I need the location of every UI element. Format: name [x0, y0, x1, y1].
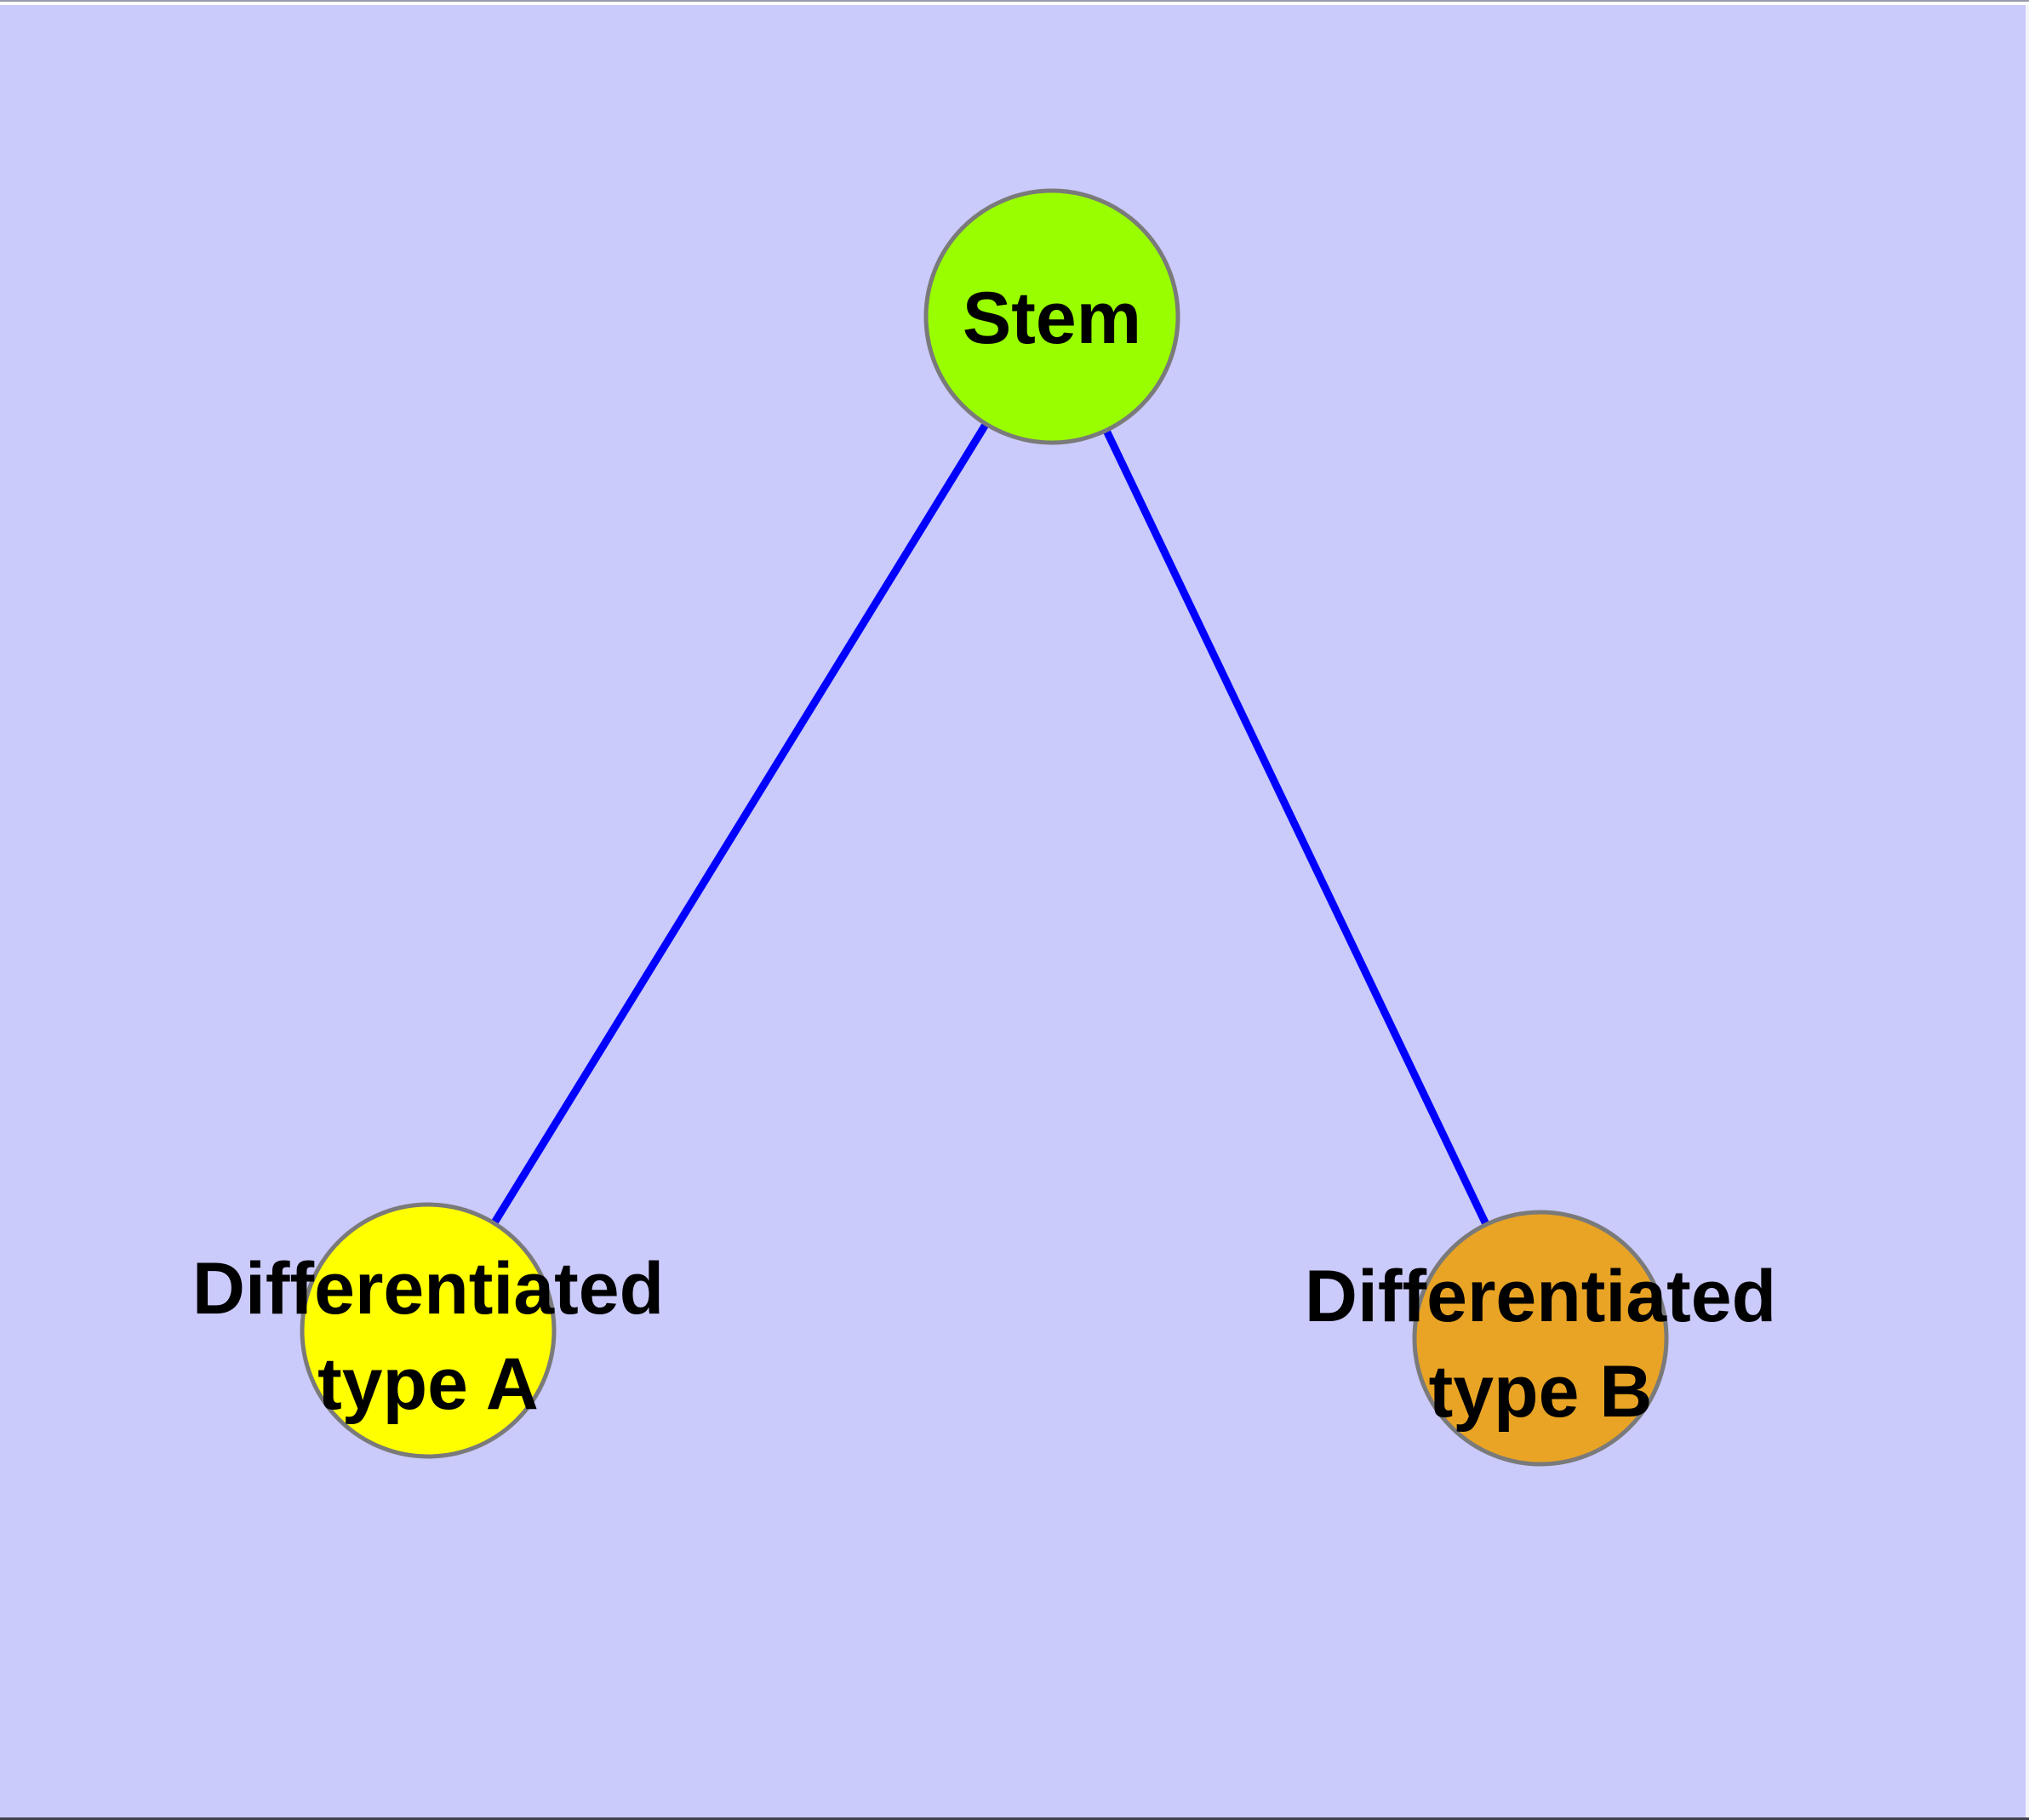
- edge-stem-type-b: [1048, 315, 1545, 1340]
- node-type-a-label-line-1: Differentiated: [192, 1248, 664, 1330]
- edge-stem-type-a: [425, 314, 1055, 1333]
- node-stem-label-line-1: Stem: [963, 278, 1141, 359]
- node-type-b-label-line-1: Differentiated: [1305, 1256, 1776, 1337]
- node-type-b-label-line-2: type B: [1429, 1351, 1653, 1433]
- node-type-a-circle: [300, 1202, 557, 1459]
- node-type-b-circle: [1412, 1210, 1669, 1467]
- node-type-b-label: Differentiated type B: [1305, 1256, 1776, 1433]
- node-type-a-label: Differentiated type A: [192, 1248, 664, 1425]
- window-edge-right-strip: [2026, 5, 2029, 1817]
- node-stem-label: Stem: [963, 278, 1141, 359]
- window-edge-top-hairline: [0, 0, 2029, 2]
- window-edge-top-strip: [0, 2, 2029, 5]
- node-stem-circle: [923, 188, 1180, 445]
- window-edge-bottom-hairline: [0, 1817, 2029, 1820]
- node-type-a-label-line-2: type A: [317, 1343, 539, 1425]
